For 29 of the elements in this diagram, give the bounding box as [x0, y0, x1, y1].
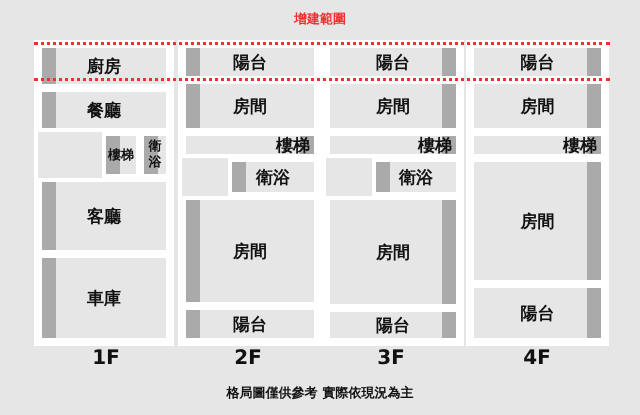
room-label: 房間 [376, 96, 410, 118]
room-label: 陽台 [520, 302, 554, 324]
floor-label: 1F [92, 345, 120, 369]
room-label: 陽台 [376, 314, 410, 336]
room-label: 樓梯 [108, 147, 134, 164]
floor-label: 3F [377, 345, 405, 369]
room-label: 陽台 [233, 314, 267, 336]
room-label: 房間 [376, 242, 410, 264]
room-label: 陽台 [233, 52, 267, 74]
room-label: 房間 [520, 210, 554, 232]
room-label: 餐廳 [87, 100, 121, 122]
room-label: 房間 [233, 96, 267, 118]
room-label: 陽台 [520, 52, 554, 74]
room-label: 房間 [520, 96, 554, 118]
room-label: 樓梯 [276, 134, 310, 156]
room-label: 樓梯 [563, 134, 597, 156]
room-label: 車庫 [87, 288, 121, 310]
room-label: 樓梯 [418, 134, 452, 156]
room-label: 房間 [233, 240, 267, 262]
floor-label: 4F [523, 345, 551, 369]
caption: 格局圖僅供參考 實際依現況為主 [226, 384, 414, 402]
room-label: 衛浴 [399, 166, 433, 188]
room-label: 客廳 [87, 206, 121, 228]
room-label: 陽台 [376, 52, 410, 74]
region-label: 增建範圍 [294, 11, 346, 28]
floor-label: 2F [234, 345, 262, 369]
room-label: 衛浴 [148, 139, 162, 171]
room-label: 衛浴 [256, 166, 290, 188]
room-label: 廚房 [87, 56, 121, 78]
